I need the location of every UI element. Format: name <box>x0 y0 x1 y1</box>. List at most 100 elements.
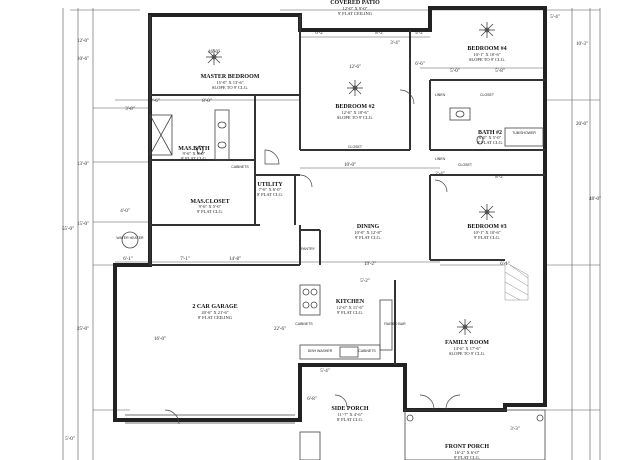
dimension-label: 5'-0" <box>450 69 460 74</box>
ceiling-fan-icon <box>206 49 222 65</box>
raised-bar-label: RAISED BAR <box>384 322 406 326</box>
dimension-label: 6'-8" <box>307 397 317 402</box>
room-dining-name: DINING <box>357 224 380 230</box>
dimension-label: 2'-4" <box>435 172 445 177</box>
dimension-label: 6'-6" <box>415 62 425 67</box>
room-utility-name: UTILITY <box>257 182 283 188</box>
dimension-label: 20'-0" <box>576 122 588 127</box>
room-garage-name: 2 CAR GARAGE <box>192 304 237 310</box>
dimension-label: 3'-4" <box>390 41 400 46</box>
water-heater: WATER HEATER <box>116 231 144 249</box>
room-kitchen-size: 12'-0" X 11'-6" <box>336 305 363 310</box>
fixture-labels: CLOSET CLOSET CLOSET LINEN LINEN PANTRY … <box>231 93 536 353</box>
dimension-label: 10'-3" <box>576 42 588 47</box>
linen-label: LINEN <box>435 93 446 97</box>
dimension-label: 15'-0" <box>77 222 89 227</box>
room-bedroom2-size: 12'-6" X 10'-6" <box>341 110 368 115</box>
doors <box>164 89 461 425</box>
closet-label: CLOSET <box>480 93 495 97</box>
dimension-label: 10'-6" <box>77 57 89 62</box>
dimension-label: 5'-2" <box>360 279 370 284</box>
room-side-porch-size: 11'-7" X 4'-6" <box>338 412 363 417</box>
front-porch-detail <box>299 409 546 460</box>
room-bedroom3-size: 10'-1" X 10'-6" <box>473 230 500 235</box>
dimension-label: 55'-0" <box>62 227 74 232</box>
room-front-porch-name: FRONT PORCH <box>445 444 489 450</box>
ceiling-fan-icon <box>347 80 363 96</box>
dimension-label: 22'-6" <box>274 327 286 332</box>
room-utility-size: 7'-6" X 6'-0" <box>259 187 282 192</box>
dimension-label: 4'-0" <box>120 209 130 214</box>
dimension-label: 5'-4" <box>320 369 330 374</box>
cabinets-label: CABINETS <box>358 349 376 353</box>
room-utility-note: 8' FLAT CLG. <box>257 192 283 197</box>
room-mas-bath-name: MAS.BATH <box>178 146 210 152</box>
dimension-label: 12'-0" <box>77 39 89 44</box>
room-bath2-name: BATH #2 <box>478 130 502 136</box>
dimension-label: 3'-8" <box>125 107 135 112</box>
dimension-label: 2'-6" <box>150 99 160 104</box>
dimension-label: 14'-8" <box>229 257 241 262</box>
room-covered-patio-size: 12'-0" X 9'-0" <box>342 6 367 11</box>
dimension-label: 4'-2" <box>415 31 425 36</box>
tub-shower-label: TUB/SHOWER <box>512 131 536 135</box>
dish-washer-label: DISH WASHER <box>308 349 333 353</box>
room-dining-size: 10'-0" X 12'-8" <box>354 230 381 235</box>
closet-label: CLOSET <box>458 163 473 167</box>
dimension-label: 6'-1" <box>500 262 510 267</box>
brick-hatching <box>504 261 529 301</box>
ceiling-fans <box>206 22 495 335</box>
bath2-fixtures <box>449 107 544 147</box>
ceiling-fan-icon <box>457 319 473 335</box>
room-bedroom2-name: BEDROOM #2 <box>335 104 374 110</box>
dimension-labels: 16'-0" 12'-6" 6'-2" 8'-2" 4'-2" 3'-4" 5'… <box>62 15 601 442</box>
room-bath2-size: 8'-0" X 5'-0" <box>479 135 502 140</box>
linen-label: LINEN <box>435 157 446 161</box>
room-garage-size: 20'-6" X 21'-6" <box>201 310 228 315</box>
dimension-label: 7'-1" <box>180 257 190 262</box>
dimension-label: 3'-3" <box>510 427 520 432</box>
ceiling-fan-icon <box>479 204 495 220</box>
closet-label: CLOSET <box>348 145 363 149</box>
room-mas-closet-note: 9' FLAT CLG. <box>197 209 223 214</box>
room-dining-note: 9' FLAT CLG. <box>355 235 381 240</box>
master-bath-fixtures <box>149 109 230 161</box>
room-kitchen-note: 9' FLAT CLG. <box>337 310 363 315</box>
room-master-bedroom-note: SLOPE TO 9' CLG. <box>212 85 248 90</box>
dimension-label: 16'-0" <box>154 337 166 342</box>
room-kitchen-name: KITCHEN <box>336 299 365 305</box>
kitchen-fixtures <box>299 284 393 360</box>
cabinets-label: CABINETS <box>231 165 249 169</box>
room-bedroom3-name: BEDROOM #3 <box>467 224 506 230</box>
room-bath2-note: 8' FLAT CLG. <box>477 140 503 145</box>
room-mas-closet-size: 9'-6" X 5'-0" <box>199 204 222 209</box>
dimension-label: 8'-0" <box>202 99 212 104</box>
room-bedroom4-name: BEDROOM #4 <box>467 46 506 52</box>
exterior-walls <box>113 6 547 422</box>
garage-door <box>125 414 295 424</box>
dimension-label: 5'-8" <box>495 69 505 74</box>
room-mas-bath-size: 9'-6" X 8'-0" <box>183 151 206 156</box>
dimension-label: 13'-0" <box>77 162 89 167</box>
dimension-label: 6'-2" <box>315 31 325 36</box>
room-bedroom4-size: 10'-1" X 10'-6" <box>473 52 500 57</box>
cabinets-label: CABINETS <box>295 322 313 326</box>
room-master-bedroom-size: 15'-0" X 13'-6" <box>216 80 243 85</box>
dimension-label: 16'-0" <box>208 50 220 55</box>
pantry-label: PANTRY <box>301 247 316 251</box>
dimension-label: 10'-0" <box>344 163 356 168</box>
dimension-label: 5'-0" <box>65 437 75 442</box>
room-family-room-note: SLOPE TO 9' CLG. <box>449 351 485 356</box>
room-labels: COVERED PATIO 12'-0" X 9'-0" 9' FLAT CEI… <box>178 0 506 460</box>
ceiling-fan-icon <box>479 22 495 38</box>
room-family-room-size: 14'-6" X 17'-6" <box>453 346 480 351</box>
room-mas-bath-note: 9' FLAT CLG. <box>181 156 207 161</box>
dimension-lines <box>62 8 601 460</box>
water-heater-label: WATER HEATER <box>116 236 144 240</box>
room-covered-patio-note: 9' FLAT CEILING <box>338 11 373 16</box>
dimension-label: 25'-0" <box>77 327 89 332</box>
dimension-label: 48'-0" <box>589 197 601 202</box>
room-covered-patio-name: COVERED PATIO <box>330 0 380 6</box>
